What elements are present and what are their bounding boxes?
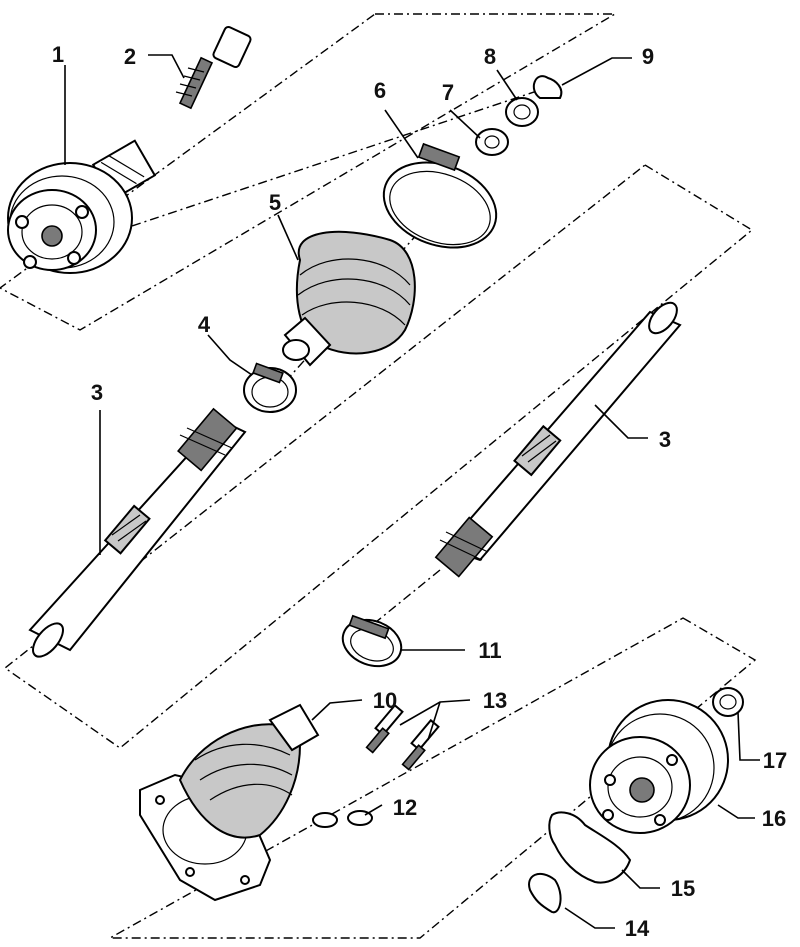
callout-13: 13 bbox=[483, 688, 507, 713]
callout-16: 16 bbox=[762, 806, 786, 831]
small-clamp bbox=[243, 362, 297, 413]
inner-small-clamp bbox=[341, 614, 403, 668]
thrust-washer bbox=[505, 97, 539, 127]
boot bbox=[282, 230, 416, 367]
callout-17: 17 bbox=[763, 748, 787, 773]
outer-joint-group-boundary bbox=[107, 617, 757, 939]
callout-10: 10 bbox=[373, 688, 397, 713]
callout-15: 15 bbox=[671, 876, 695, 901]
retaining-ring bbox=[528, 872, 562, 914]
drive-shaft-right bbox=[434, 301, 682, 578]
lock-plates bbox=[312, 810, 373, 828]
drive-shaft-left bbox=[28, 407, 247, 658]
callout-1: 1 bbox=[52, 42, 64, 67]
shaft-group-boundary bbox=[3, 164, 754, 749]
dished-washer bbox=[475, 128, 509, 156]
callout-9: 9 bbox=[642, 44, 654, 69]
callout-6: 6 bbox=[374, 78, 386, 103]
outer-cv-joint bbox=[7, 139, 157, 274]
callout-12: 12 bbox=[393, 795, 417, 820]
callout-3-right: 3 bbox=[659, 427, 671, 452]
callout-7: 7 bbox=[442, 80, 454, 105]
gasket bbox=[548, 811, 632, 884]
callout-4: 4 bbox=[198, 312, 211, 337]
bolt bbox=[175, 25, 252, 110]
callout-11: 11 bbox=[478, 638, 501, 663]
callout-8: 8 bbox=[484, 44, 496, 69]
inner-boot bbox=[139, 703, 320, 902]
callout-14: 14 bbox=[625, 916, 650, 941]
joint-circlip bbox=[712, 687, 744, 717]
large-clamp bbox=[382, 142, 498, 249]
leader-lines bbox=[64, 54, 760, 929]
callout-labels: 1 2 3 4 5 6 7 8 9 3 11 10 13 12 17 16 15… bbox=[52, 42, 787, 941]
inner-cv-joint bbox=[589, 699, 729, 834]
callout-5: 5 bbox=[269, 190, 281, 215]
circlip bbox=[532, 75, 563, 99]
callout-2: 2 bbox=[124, 44, 136, 69]
callout-3-left: 3 bbox=[91, 380, 103, 405]
